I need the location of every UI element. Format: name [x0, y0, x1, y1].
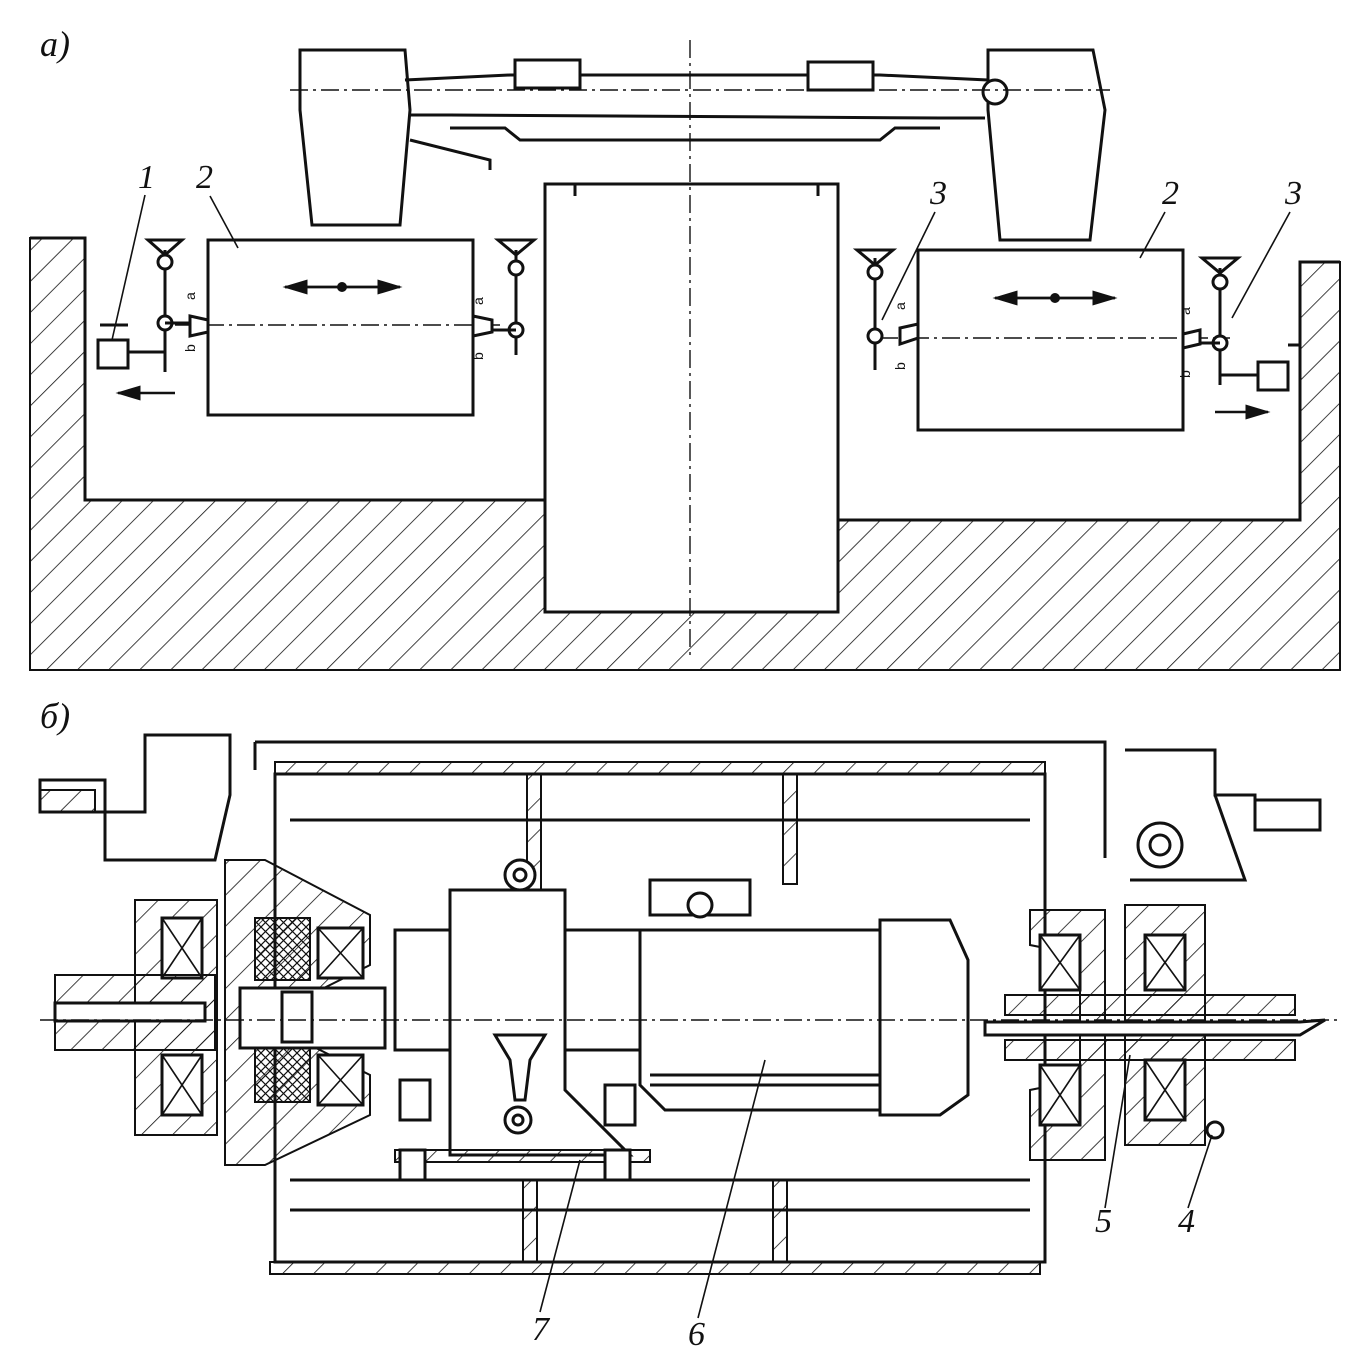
label-6: 6 — [688, 1316, 705, 1349]
label-3-left: 3 — [929, 175, 947, 212]
mark-b-1: b — [182, 344, 198, 352]
label-2-right: 2 — [1162, 175, 1179, 212]
section-b: б) — [38, 696, 1340, 1349]
label-2-left: 2 — [196, 159, 213, 196]
label-5: 5 — [1095, 1203, 1112, 1240]
left-hub — [38, 733, 387, 1166]
label-7: 7 — [532, 1311, 551, 1348]
right-drum — [880, 248, 1230, 432]
mark-b-4: b — [1177, 370, 1193, 378]
motor — [40, 878, 1340, 1117]
label-4: 4 — [1178, 1203, 1195, 1240]
right-hub — [983, 748, 1326, 1161]
mark-a-2: a — [470, 297, 486, 305]
mark-a-3: a — [892, 302, 908, 310]
vehicle-axle — [290, 48, 1110, 242]
bracket-marks: a b a b a b a b — [182, 292, 1193, 378]
section-b-label: б) — [40, 696, 70, 736]
mark-b-3: b — [892, 362, 908, 370]
mark-a-4: a — [1177, 307, 1193, 315]
left-stand — [96, 238, 539, 401]
label-1: 1 — [138, 159, 155, 196]
gearbox — [393, 858, 652, 1182]
mark-a-1: a — [182, 292, 198, 300]
section-a-label: а) — [40, 24, 70, 64]
label-3-right: 3 — [1284, 175, 1302, 212]
mark-b-2: b — [470, 352, 486, 360]
central-pit — [543, 40, 840, 660]
right-stand — [852, 248, 1300, 420]
left-drum — [175, 238, 500, 417]
section-a: а) — [29, 24, 1341, 671]
